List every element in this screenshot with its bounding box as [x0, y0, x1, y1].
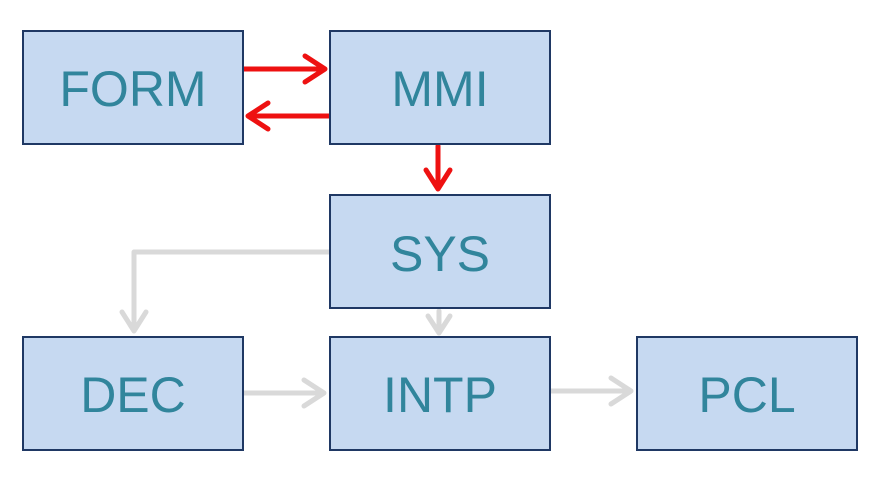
edge-dec-to-intp [241, 377, 327, 409]
edge-mmi-to-sys [423, 143, 453, 192]
node-intp-label: INTP [383, 367, 497, 423]
node-pcl-label: PCL [698, 367, 795, 423]
node-dec-label: DEC [80, 367, 186, 423]
edge-sys-to-dec [119, 249, 333, 334]
node-dec: DEC [22, 336, 244, 451]
edge-mmi-to-form [245, 100, 333, 132]
edges [119, 53, 634, 409]
edge-intp-to-pcl [548, 375, 634, 407]
node-mmi-label: MMI [391, 61, 488, 117]
edge-sys-to-intp [425, 308, 453, 336]
node-sys-label: SYS [390, 226, 490, 282]
node-mmi: MMI [329, 30, 551, 145]
node-pcl: PCL [636, 336, 858, 451]
node-form: FORM [22, 30, 244, 145]
edge-form-to-mmi [241, 53, 328, 85]
node-form-label: FORM [59, 61, 206, 117]
node-sys: SYS [329, 194, 551, 309]
node-intp: INTP [329, 336, 551, 451]
